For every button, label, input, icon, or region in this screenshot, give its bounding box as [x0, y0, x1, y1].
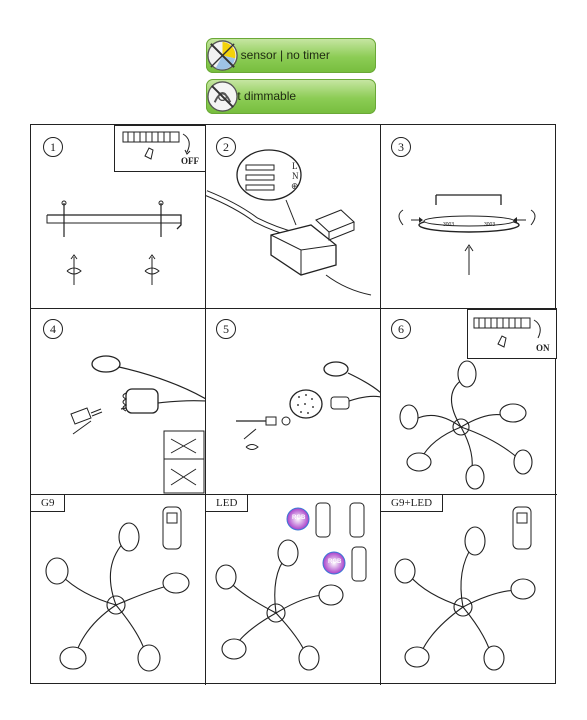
switch-off-inset: OFF	[114, 125, 205, 172]
step-2-panel: 2 L N ⊕	[206, 125, 381, 309]
switch-state-label: OFF	[181, 156, 199, 166]
terminal-label-earth: ⊕	[291, 181, 299, 191]
step-number: 2	[216, 137, 236, 157]
step-number: 6	[391, 319, 411, 339]
g9-fixture-lit-drawing	[45, 506, 190, 672]
switch-on-inset: ON	[467, 309, 557, 359]
led-fixture-lit-drawing	[215, 502, 367, 671]
assembled-fixture-drawing	[399, 360, 533, 490]
step-3-panel: 3 3003 3003	[381, 125, 557, 309]
step-5-panel: 5	[206, 309, 381, 495]
variant-led-panel: LED	[206, 495, 381, 685]
g9-led-fixture-lit-drawing	[394, 506, 536, 671]
step-number: 1	[43, 137, 63, 157]
bulb-insert-drawing	[70, 355, 205, 494]
variant-label: G9	[31, 495, 66, 512]
no-sensor-no-timer-badge: no sensor | no timer	[206, 38, 376, 73]
variant-g9-led-panel: G9+LED	[381, 495, 557, 685]
wiring-drawing	[206, 149, 372, 296]
badge-label: not dimmable	[224, 89, 297, 103]
rgb-mark: RGB	[328, 559, 342, 565]
instruction-grid: 1 OFF	[30, 124, 557, 685]
canopy-mounting-drawing	[398, 194, 536, 275]
mounting-bracket-drawing	[46, 200, 182, 285]
terminal-label-l: L	[292, 161, 298, 171]
variant-label: LED	[206, 495, 249, 512]
not-dimmable-icon	[207, 81, 238, 112]
not-dimmable-badge: not dimmable	[206, 79, 376, 114]
badge-label: no sensor | no timer	[224, 48, 330, 62]
rgb-mark: RGB	[292, 515, 306, 521]
canopy-mark: 3003	[443, 222, 455, 228]
step-number: 5	[216, 319, 236, 339]
step-1-panel: 1 OFF	[31, 125, 206, 309]
step-number: 3	[391, 137, 411, 157]
no-sensor-no-timer-icon	[207, 40, 238, 71]
terminal-label-n: N	[292, 171, 299, 181]
variant-g9-panel: G9	[31, 495, 206, 685]
canopy-mark: 3003	[484, 222, 496, 228]
step-number: 4	[43, 319, 63, 339]
variant-label: G9+LED	[381, 495, 444, 512]
switch-state-label: ON	[536, 343, 550, 353]
shade-fitting-drawing	[236, 361, 380, 450]
step-6-panel: 6 ON	[381, 309, 557, 495]
step-4-panel: 4	[31, 309, 206, 495]
